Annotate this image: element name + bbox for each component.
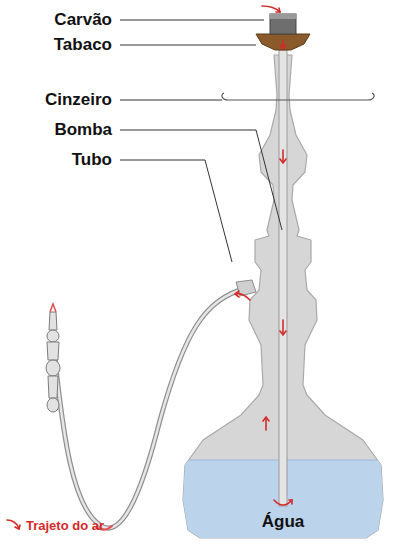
part-label: Carvão [54,10,112,30]
charcoal [270,14,296,34]
ashtray [222,93,374,100]
part-label: Bomba [54,120,112,140]
stem-rod [279,50,287,506]
legend-text: Trajeto do ar [26,518,104,534]
part-label: Tubo [72,150,112,170]
hose [55,288,246,530]
part-label: Cinzeiro [45,90,112,110]
leader-lines [120,20,282,262]
water-label: Água [262,512,305,532]
legend-arrow [7,520,20,529]
mouthpiece [46,312,60,412]
tobacco-bowl [256,34,310,50]
air-path-arrows [235,6,292,505]
part-label: Tabaco [54,35,112,55]
